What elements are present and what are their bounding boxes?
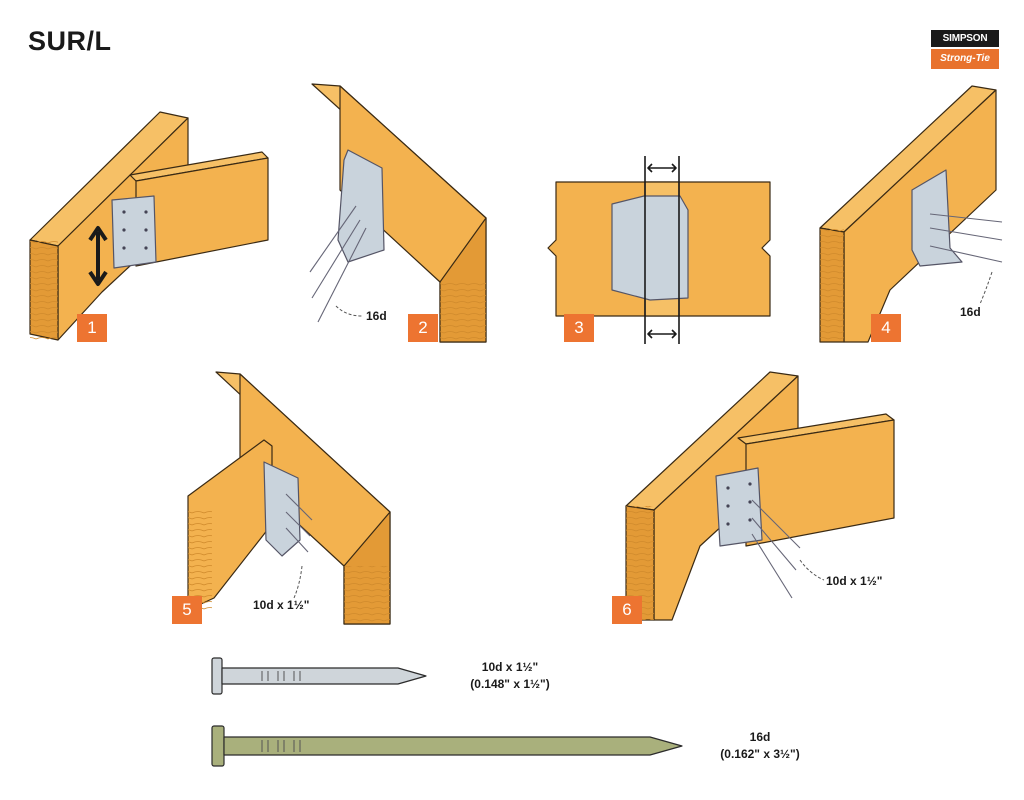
step3-illustration [547, 156, 771, 344]
step3-hanger-plan [611, 195, 689, 301]
nail-16d-spec: 16d (0.162" x 3½") [690, 729, 830, 763]
step-badge-4: 4 [871, 314, 901, 342]
step4-nail-label: 16d [960, 305, 981, 319]
step-badge-5: 5 [172, 596, 202, 624]
logo-top: SIMPSON [931, 30, 999, 47]
simpson-strong-tie-logo: SIMPSON Strong-Tie [931, 30, 999, 70]
step2-illustration [309, 83, 487, 343]
step-badge-2: 2 [408, 314, 438, 342]
nail-10d-name: 10d x 1½" [481, 660, 539, 674]
page-title: SUR/L [28, 26, 112, 56]
nail-10d-drawing [211, 657, 427, 695]
nail-10d-size: (0.148" x 1½") [470, 677, 550, 691]
logo-bottom: Strong-Tie [931, 49, 999, 69]
nail-16d-drawing [211, 725, 683, 767]
step5-illustration [187, 371, 391, 625]
step2-nail-label: 16d [366, 309, 387, 323]
nail-10d-spec: 10d x 1½" (0.148" x 1½") [440, 659, 580, 693]
step5-hanger [263, 461, 301, 557]
nail-16d-name: 16d [749, 730, 771, 744]
nail-16d-size: (0.162" x 3½") [720, 747, 800, 761]
step1-hanger [111, 195, 157, 269]
step4-hanger [911, 169, 963, 267]
step5-nail-label: 10d x 1½" [253, 598, 310, 612]
step1-adjust-arrow [88, 226, 108, 286]
step6-hanger [715, 467, 763, 547]
step-badge-6: 6 [612, 596, 642, 624]
step4-illustration [819, 85, 1003, 343]
step2-hanger [337, 149, 385, 263]
step-badge-1: 1 [77, 314, 107, 342]
step1-illustration [29, 111, 269, 341]
step6-illustration [625, 371, 895, 621]
step6-nail-label: 10d x 1½" [826, 574, 883, 588]
step-badge-3: 3 [564, 314, 594, 342]
